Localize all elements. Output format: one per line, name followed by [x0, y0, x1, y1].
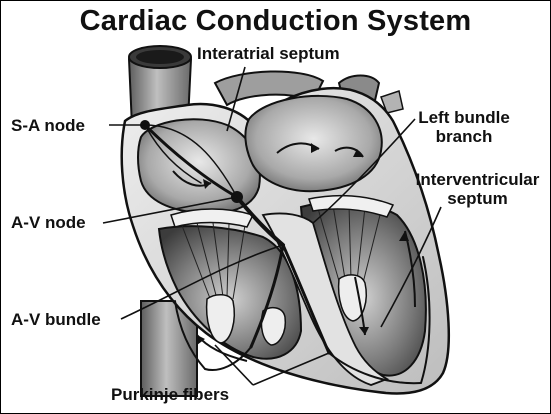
av-bundle-label: A-V bundle [11, 310, 101, 329]
interventricular-septum-label: Interventricular septum [405, 170, 550, 208]
left-bundle-branch-line-1: Left bundle [409, 108, 519, 127]
interventricular-septum-line-1: Interventricular [405, 170, 550, 189]
left-bundle-branch-line-2: branch [409, 127, 519, 146]
purkinje-fibers-label: Purkinje fibers [111, 385, 229, 404]
av-node-label: A-V node [11, 213, 86, 232]
interatrial-septum-label: Interatrial septum [197, 44, 340, 63]
sa-node-label: S-A node [11, 116, 85, 135]
interventricular-septum-line-2: septum [405, 189, 550, 208]
diagram-title: Cardiac Conduction System [1, 5, 550, 38]
left-bundle-branch-label: Left bundle branch [409, 108, 519, 146]
